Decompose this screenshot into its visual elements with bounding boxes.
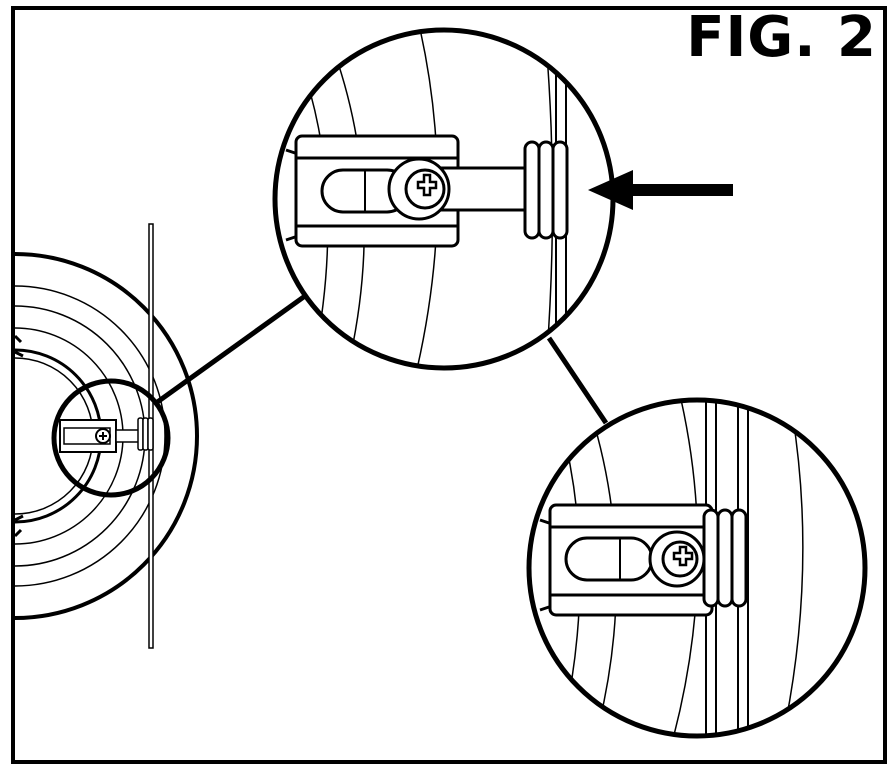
phillips-screw-icon xyxy=(387,157,451,221)
detail-view-top xyxy=(272,27,616,371)
fixture-outer-ring xyxy=(13,252,199,620)
overview-bracket xyxy=(59,417,154,453)
connector-line-top xyxy=(154,293,307,406)
fixture-overview xyxy=(13,223,199,649)
spring-coils xyxy=(523,140,569,240)
overview-magnifier-ring xyxy=(51,378,171,498)
arrow-left-icon xyxy=(588,170,733,210)
spring-coils-installed xyxy=(702,508,748,608)
detail-ring-bottom xyxy=(526,397,868,739)
detail-view-bottom xyxy=(526,397,868,739)
figure-label: FIG. 2 xyxy=(686,5,877,70)
phillips-screw-icon-bottom xyxy=(648,530,706,588)
figure-frame xyxy=(11,6,887,764)
connector-line-bottom xyxy=(546,336,609,425)
